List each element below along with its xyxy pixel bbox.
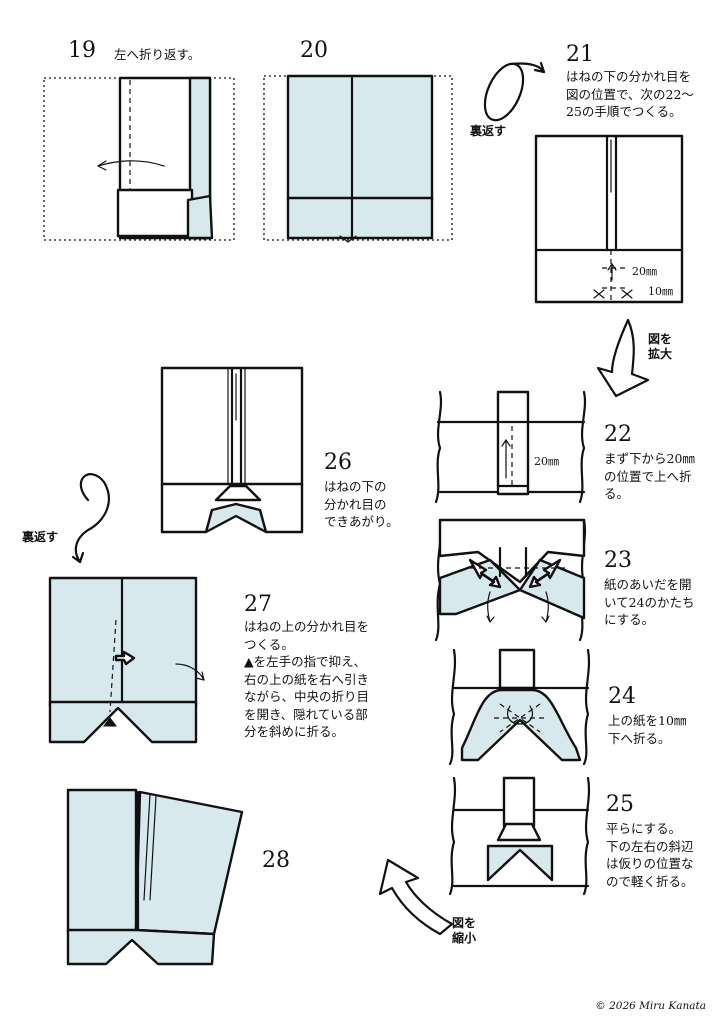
step-27-number: 27 (244, 592, 272, 617)
flip-label-top: 裏返す (470, 124, 507, 138)
step-22-caption: まず下から20㎜ の位置で上へ折 る。 (604, 451, 695, 501)
mm-20b-label: 20㎜ (534, 455, 559, 468)
step-22-figure (434, 390, 587, 504)
step-23-number: 23 (604, 548, 632, 573)
step-22-number: 22 (604, 422, 632, 447)
mm-10-label: 10㎜ (648, 285, 673, 298)
step-24-number: 24 (608, 684, 636, 709)
step-19-number: 19 (68, 38, 96, 63)
step-21-number: 21 (566, 42, 594, 67)
step-19-figure (43, 76, 235, 241)
enlarge-label: 図を 拡大 (648, 332, 673, 361)
step-25-figure (448, 776, 591, 896)
step-23-figure (434, 518, 587, 642)
step-25-caption: 平らにする。 下の左右の斜辺 は仮りの位置な ので軽く折る。 (606, 821, 694, 889)
copyright: © 2026 Miru Kanata (595, 1000, 706, 1012)
step-26-caption: はねの下の 分かれ目の できあがり。 (324, 479, 399, 529)
flip-arrow-left (71, 473, 110, 564)
enlarge-arrow (596, 318, 650, 398)
step-24-figure (448, 648, 591, 766)
step-26-number: 26 (324, 450, 352, 475)
step-25-number: 25 (606, 792, 634, 817)
step-20-number: 20 (300, 38, 328, 63)
flip-arrow-top (483, 61, 546, 122)
step-19-caption: 左へ折り返す。 (114, 47, 201, 62)
step-28-number: 28 (262, 848, 290, 873)
reduce-arrow (378, 858, 454, 936)
step-28-figure (66, 788, 244, 966)
step-20-figure (263, 74, 453, 243)
step-24-caption: 上の紙を10㎜ 下へ折る。 (608, 713, 687, 746)
step-21-figure (534, 134, 684, 304)
step-27-figure (48, 576, 205, 744)
step-23-caption: 紙のあいだを開 いて24のかたち にする。 (604, 577, 695, 627)
step-26-figure (160, 366, 304, 534)
step-21-caption: はねの下の分かれ目を 図の位置で、次の22～ 25の手順でつくる。 (566, 69, 694, 119)
step-27-caption: はねの上の分かれ目を つくる。 ▲を左手の指で抑え、 右の上の紙を右へ引き なが… (244, 619, 370, 739)
reduce-label: 図を 縮小 (452, 916, 477, 945)
mm-20-label: 20㎜ (632, 265, 657, 278)
flip-label-left: 裏返す (22, 530, 59, 544)
